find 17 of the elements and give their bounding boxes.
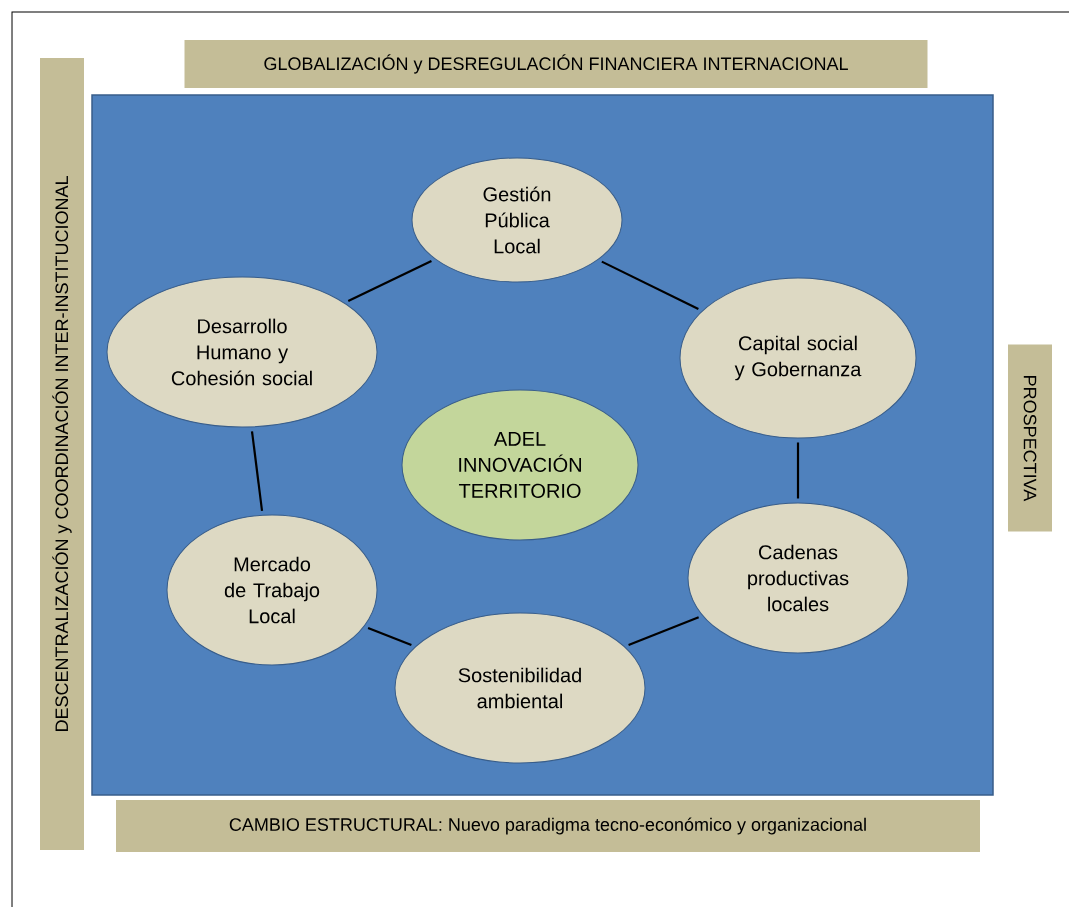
- banner-box: GLOBALIZACIÓN y DESREGULACIÓN FINANCIERA INTERNACIONAL: [184, 40, 928, 88]
- ellipse-node: Gestión Pública Local: [411, 157, 623, 283]
- ellipse-node: Sostenibilidad ambiental: [394, 612, 646, 764]
- ellipse-node: Mercado de Trabajo Local: [166, 514, 378, 666]
- connector-line: [367, 626, 412, 647]
- connector-line: [250, 431, 264, 511]
- ellipse-node: Desarrollo Humano y Cohesión social: [106, 276, 378, 428]
- connector-line: [601, 260, 699, 311]
- banner-box: DESCENTRALIZACIÓN y COORDINACIÓN INTER-INSTITUCIONAL: [40, 58, 84, 850]
- ellipse-node: Cadenas productivas locales: [687, 502, 909, 654]
- banner-box: PROSPECTIVA: [1008, 344, 1052, 532]
- connector-line: [628, 616, 700, 647]
- banner-box: CAMBIO ESTRUCTURAL: Nuevo paradigma tecno-económico y organizacional: [116, 800, 980, 852]
- ellipse-node: Capital social y Gobernanza: [679, 277, 917, 439]
- connector-line: [347, 260, 432, 302]
- ellipse-node: ADEL INNOVACIÓN TERRITORIO: [401, 389, 639, 541]
- connector-line: [796, 442, 800, 499]
